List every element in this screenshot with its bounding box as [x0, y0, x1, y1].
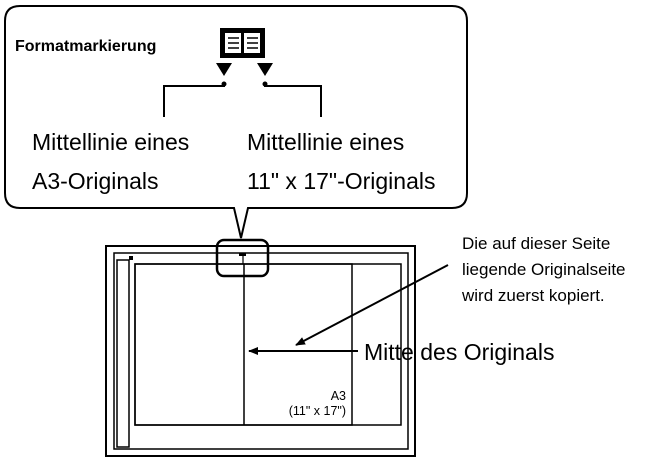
- a3-size-label: A3: [331, 389, 346, 403]
- zoom-highlight-box: [215, 238, 270, 278]
- scale-bar: [116, 259, 130, 448]
- scale-bar-mark: [129, 256, 133, 260]
- center-of-original-label: Mitte des Originals: [364, 339, 554, 365]
- callout-bubble: [4, 5, 468, 239]
- scan-side-note-line3: wird zuerst kopiert.: [461, 286, 605, 305]
- ledger-centerline-label-line1: Mittellinie eines: [247, 129, 404, 155]
- scan-side-note-line1: Die auf dieser Seite: [462, 234, 610, 253]
- ledger-size-label: (11" x 17"): [289, 404, 346, 418]
- ledger-centerline-label-line2: 11" x 17"-Originals: [247, 168, 435, 194]
- a3-centerline-label-line2: A3-Originals: [32, 168, 159, 194]
- ledger-marker-triangle: [257, 63, 273, 76]
- scan-side-arrow: [295, 264, 449, 346]
- open-book-icon: [220, 28, 265, 58]
- a3-marker-triangle: [216, 63, 232, 76]
- center-marker: [239, 253, 246, 256]
- ledger-leader-line: [262, 81, 322, 117]
- a3-centerline-label-line1: Mittellinie eines: [32, 129, 189, 155]
- a3-leader-line: [163, 81, 227, 117]
- copier-inner-frame: [113, 252, 409, 450]
- scan-side-note-line2: liegende Originalseite: [462, 260, 626, 279]
- format-marking-title: Formatmarkierung: [15, 38, 156, 55]
